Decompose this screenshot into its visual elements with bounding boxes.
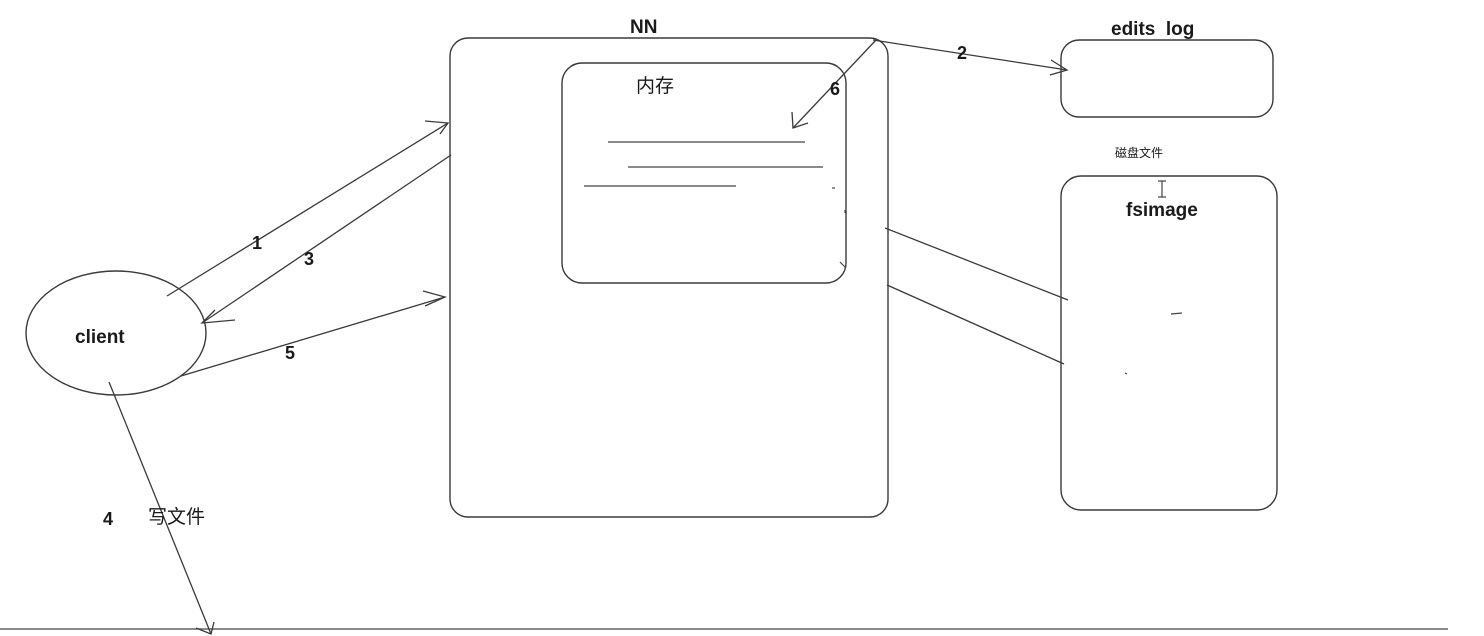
arrow-1-line bbox=[166, 122, 449, 297]
fsimage-label: fsimage bbox=[1126, 200, 1198, 221]
step-6-label: 6 bbox=[830, 79, 840, 99]
arrow-5-head bbox=[422, 290, 447, 307]
arrow-6-line bbox=[792, 39, 877, 129]
arrow-2-head bbox=[1049, 59, 1069, 76]
namenode-box bbox=[449, 37, 889, 518]
arrow-5-line bbox=[180, 296, 446, 377]
memory-mark-3 bbox=[839, 261, 847, 269]
write-file-label: 写文件 bbox=[148, 506, 205, 528]
client-label: client bbox=[75, 327, 125, 348]
step-2-label: 2 bbox=[957, 43, 967, 63]
nn-fsimage-line-1 bbox=[884, 227, 1069, 301]
edits-log-label: edits log bbox=[1111, 19, 1194, 40]
arrow-3-line bbox=[201, 154, 452, 324]
fsimage-box bbox=[1060, 175, 1278, 511]
edits-log-box bbox=[1060, 39, 1274, 118]
memory-label: 内存 bbox=[636, 75, 674, 97]
arrow-6-head bbox=[791, 111, 809, 129]
arrow-1-head bbox=[424, 120, 450, 135]
client-node bbox=[25, 270, 207, 396]
fsimage-tick bbox=[1170, 312, 1183, 315]
arrow-2-line bbox=[872, 39, 1068, 71]
step-5-label: 5 bbox=[285, 343, 295, 363]
disk-file-label: 磁盘文件 bbox=[1115, 145, 1163, 160]
step-3-label: 3 bbox=[304, 249, 314, 269]
nn-fsimage-line-2 bbox=[886, 284, 1065, 365]
step-4-label: 4 bbox=[103, 509, 113, 529]
namenode-label: NN bbox=[630, 17, 657, 38]
fsimage-dot bbox=[1124, 372, 1128, 375]
step-1-label: 1 bbox=[252, 233, 262, 253]
arrow-4-head bbox=[195, 621, 215, 635]
arrow-3-head bbox=[200, 309, 236, 324]
memory-box bbox=[561, 62, 847, 284]
arrow-4-line bbox=[108, 381, 212, 635]
